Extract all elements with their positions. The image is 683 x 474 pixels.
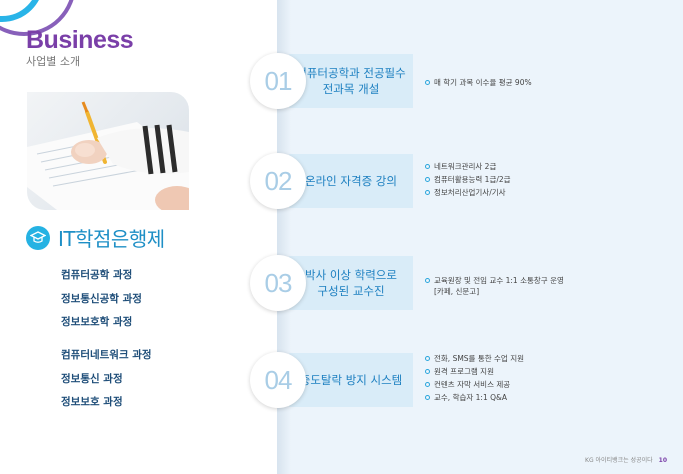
bullet-item: 컨텐츠 자막 서비스 제공 xyxy=(425,379,524,390)
page-subtitle: 사업별 소개 xyxy=(26,55,81,68)
section-title: IT학점은행제 xyxy=(58,227,165,251)
course-item: 정보통신 과정 xyxy=(61,373,123,385)
feature-number-badge: 03 xyxy=(250,255,306,311)
page-number: 10 xyxy=(658,457,667,464)
feature-title-line: 온라인 자격증 강의 xyxy=(305,174,397,188)
course-item: 정보통신공학 과정 xyxy=(61,293,142,305)
bullet-item: 컴퓨터활용능력 1급/2급 xyxy=(425,174,511,185)
bullet-dot-icon xyxy=(425,369,430,374)
feature-number-badge: 04 xyxy=(250,352,306,408)
course-item: 컴퓨터공학 과정 xyxy=(61,269,133,281)
bullet-item: 매 학기 과목 이수율 평균 90% xyxy=(425,77,532,88)
bullet-item: 네트워크관리사 2급 xyxy=(425,161,511,172)
feature-bullets-03: 교육원장 및 전임 교수 1:1 소통창구 운영 [카페, 신문고] xyxy=(425,275,575,299)
bullet-item: 원격 프로그램 지원 xyxy=(425,366,524,377)
feature-bullets-01: 매 학기 과목 이수율 평균 90% xyxy=(425,77,532,90)
feature-number-badge: 02 xyxy=(250,153,306,209)
feature-banner-02: 온라인 자격증 강의 xyxy=(289,154,413,208)
course-item: 정보보호학 과정 xyxy=(61,316,133,328)
bullet-dot-icon xyxy=(425,177,430,182)
student-writing-photo xyxy=(27,92,189,210)
feature-title-line: 컴퓨터공학과 전공필수 xyxy=(296,66,406,80)
bullet-item: 교육원장 및 전임 교수 1:1 소통창구 운영 [카페, 신문고] xyxy=(425,275,575,297)
feature-banner-04: 중도탈락 방지 시스템 xyxy=(289,353,413,407)
section-heading: IT학점은행제 xyxy=(26,223,165,252)
bullet-dot-icon xyxy=(425,164,430,169)
page-title: Business xyxy=(26,26,134,54)
feature-bullets-04: 전화, SMS를 통한 수업 지원 원격 프로그램 지원 컨텐츠 자막 서비스 … xyxy=(425,353,524,405)
course-item: 정보보호 과정 xyxy=(61,396,123,408)
feature-number-badge: 01 xyxy=(250,53,306,109)
feature-bullets-02: 네트워크관리사 2급 컴퓨터활용능력 1급/2급 정보처리산업기사/기사 xyxy=(425,161,511,200)
bullet-dot-icon xyxy=(425,80,430,85)
feature-title-line: 중도탈락 방지 시스템 xyxy=(299,373,403,387)
footer-text: KG 아이티뱅크는 성공이다 xyxy=(585,457,653,464)
bullet-item: 교수, 학습자 1:1 Q&A xyxy=(425,392,524,403)
graduation-cap-icon xyxy=(26,225,50,250)
course-item: 컴퓨터네트워크 과정 xyxy=(61,349,152,361)
bullet-dot-icon xyxy=(425,395,430,400)
bullet-dot-icon xyxy=(425,356,430,361)
feature-title-line: 박사 이상 학력으로 xyxy=(305,268,397,282)
bullet-item: 정보처리산업기사/기사 xyxy=(425,187,511,198)
page-footer: KG 아이티뱅크는 성공이다 10 xyxy=(585,455,667,464)
photo-illustration xyxy=(27,101,189,210)
feature-title-line: 구성된 교수진 xyxy=(317,284,385,298)
bullet-dot-icon xyxy=(425,278,430,283)
feature-title-line: 전과목 개설 xyxy=(322,82,380,96)
bullet-dot-icon xyxy=(425,190,430,195)
bullet-item: 전화, SMS를 통한 수업 지원 xyxy=(425,353,524,364)
bullet-dot-icon xyxy=(425,382,430,387)
